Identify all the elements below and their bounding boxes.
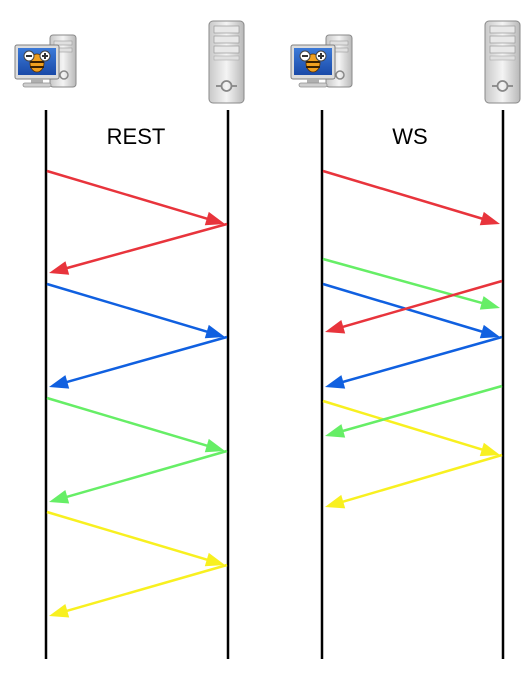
message-arrow [49,449,228,504]
diagram-label: WS [392,124,427,149]
client-computer-icon [290,34,353,88]
message-arrow-line [340,453,503,504]
message-arrow-head [204,324,225,339]
message-arrow [49,335,228,389]
ws-diagram: WS [290,20,521,659]
message-arrow-line [322,257,484,305]
message-arrow-head [325,375,346,389]
message-arrow-head [49,604,70,618]
message-arrow-line [64,449,228,499]
message-arrow-line [322,282,485,334]
message-arrow-head [204,438,225,453]
message-arrow [322,282,500,339]
message-arrow-head [204,211,225,226]
message-arrow-head [49,490,70,504]
message-arrow [325,279,503,334]
message-arrow-line [46,396,210,448]
message-arrow-line [65,335,228,384]
message-arrow-line [64,563,228,613]
message-arrow [49,222,228,275]
message-arrow [325,384,503,438]
message-arrow [325,335,503,389]
message-arrow [325,453,503,509]
message-arrow-line [322,169,485,221]
message-arrow-head [479,442,500,457]
message-arrow-head [49,261,70,275]
message-arrow [49,563,228,618]
message-arrow [322,169,500,226]
message-arrow-line [46,282,210,334]
message-arrow-head [204,552,225,567]
message-arrow-line [65,222,228,270]
message-arrow [46,396,225,453]
ws-message-arrows [322,169,503,509]
client-computer-icon [14,34,77,88]
message-arrow-head [325,424,346,438]
message-arrow-head [325,494,346,509]
message-arrow-line [322,399,485,452]
message-arrow-line [46,510,210,562]
message-arrow-head [49,375,70,389]
message-arrow-line [341,384,503,433]
message-arrow [46,169,225,226]
server-tower-icon [484,20,521,104]
server-tower-icon [208,20,245,104]
message-arrow-head [479,324,500,339]
message-arrow-line [46,169,210,221]
rest-message-arrows [46,169,228,618]
message-arrow-line [341,335,503,384]
rest-diagram: REST [14,20,245,659]
message-arrow-head [479,211,500,226]
message-arrow-head [479,296,500,310]
message-arrow [322,257,500,310]
message-arrow [46,510,225,567]
message-arrow [322,399,500,457]
message-arrow-head [325,320,346,334]
diagram-label: REST [107,124,166,149]
message-arrow-line [340,279,503,329]
message-arrow [46,282,225,339]
